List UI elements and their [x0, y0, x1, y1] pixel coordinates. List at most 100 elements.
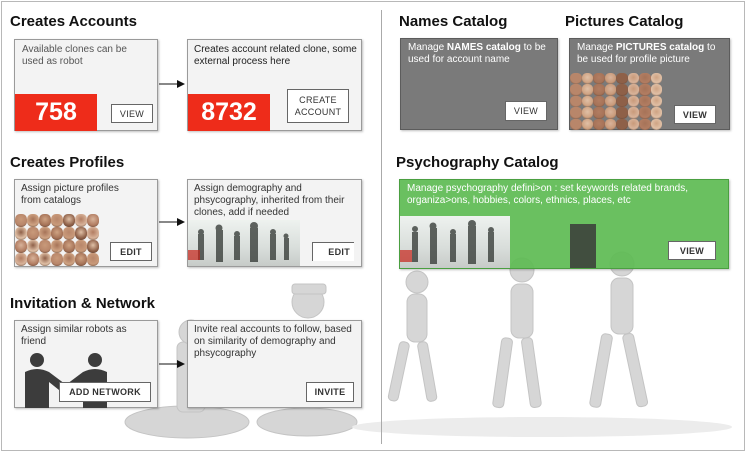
face-thumbnail — [570, 95, 582, 108]
face-thumbnail — [593, 73, 605, 85]
assign-demography-text: Assign demography and phsycography, inhe… — [194, 183, 345, 218]
edit-demography-button[interactable]: EDIT — [312, 242, 354, 261]
face-thumbnail — [616, 118, 628, 130]
face-thumbnail — [639, 73, 651, 85]
face-thumbnail — [650, 95, 662, 108]
face-thumbnail — [581, 84, 593, 96]
names-catalog-card: Manage NAMES catalog to be used for acco… — [400, 38, 558, 130]
face-thumbnail — [15, 214, 27, 227]
view-pictures-button[interactable]: VIEW — [674, 105, 716, 124]
face-thumbnail — [15, 227, 27, 240]
face-thumbnail — [51, 253, 63, 266]
names-text-bold: NAMES catalog — [446, 42, 521, 53]
assign-pictures-text: Assign picture profiles from catalogs — [21, 183, 119, 206]
face-thumbnail — [616, 84, 628, 96]
face-thumbnail — [87, 214, 99, 227]
edit-pictures-button[interactable]: EDIT — [110, 242, 152, 261]
face-thumbnail — [63, 240, 75, 253]
face-thumbnail — [627, 118, 639, 130]
face-thumbnail — [87, 227, 99, 240]
invite-accounts-text: Invite real accounts to follow, based on… — [194, 324, 352, 359]
section-divider — [381, 10, 382, 444]
names-text-suffix: to be used for account name — [408, 42, 546, 65]
face-thumbnail — [581, 95, 593, 108]
face-thumbnail — [51, 214, 63, 227]
face-thumbnail — [15, 253, 27, 266]
face-thumbnail — [616, 95, 628, 108]
face-thumbnail — [639, 84, 651, 96]
face-thumbnail — [627, 84, 639, 96]
create-account-button[interactable]: CREATE ACCOUNT — [287, 89, 349, 123]
face-thumbnail — [593, 107, 605, 119]
created-count-badge: 8732 — [188, 94, 270, 131]
assign-demography-card: Assign demography and phsycography, inhe… — [187, 179, 362, 267]
face-thumbnail — [27, 240, 39, 253]
pictures-catalog-text: Manage PICTURES catalog to be used for p… — [577, 42, 727, 66]
face-thumbnail — [604, 84, 616, 96]
face-thumbnail — [27, 227, 39, 240]
psychography-catalog-card: Manage psychography defini>on : set keyw… — [399, 179, 729, 269]
face-thumbnail — [581, 73, 593, 85]
face-thumbnail — [639, 107, 651, 119]
assign-pictures-card: Assign picture profiles from catalogs ED… — [14, 179, 158, 267]
face-thumbnail — [650, 73, 662, 85]
face-thumbnail — [27, 214, 39, 227]
face-thumbnail — [75, 214, 87, 227]
face-thumbnail — [570, 84, 582, 96]
add-network-button[interactable]: ADD NETWORK — [59, 382, 151, 402]
names-text-prefix: Manage — [408, 42, 447, 53]
assign-friends-card: Assign similar robots as friend ADD NETW… — [14, 320, 158, 408]
arrow-icon — [159, 80, 185, 88]
face-thumbnail — [75, 253, 87, 266]
face-thumbnail — [650, 118, 662, 130]
face-thumbnail — [39, 227, 51, 240]
creates-accounts-title: Creates Accounts — [10, 13, 137, 30]
invite-button[interactable]: INVITE — [306, 382, 354, 402]
face-thumbnail — [604, 95, 616, 108]
pictures-text-suffix: to be used for profile picture — [577, 42, 716, 65]
pictures-text-prefix: Manage — [577, 42, 616, 53]
face-thumbnail — [627, 107, 639, 119]
face-thumbnail — [570, 118, 582, 130]
face-thumbnail — [604, 118, 616, 130]
arrow-icon — [159, 360, 185, 368]
psychography-crowd-image — [400, 216, 510, 268]
face-thumbnail — [616, 73, 628, 85]
view-clones-button[interactable]: VIEW — [111, 104, 153, 123]
pictures-catalog-card: Manage PICTURES catalog to be used for p… — [569, 38, 730, 130]
face-thumbnail — [63, 214, 75, 227]
available-clones-card: Available clones can be used as robot 75… — [14, 39, 158, 131]
face-thumbnail — [593, 95, 605, 108]
view-names-button[interactable]: VIEW — [505, 101, 547, 121]
face-thumbnail — [39, 214, 51, 227]
psychography-text: Manage psychography defini>on : set keyw… — [407, 183, 689, 206]
create-accounts-card: Creates account related clone, some exte… — [187, 39, 362, 131]
face-thumbnail — [604, 73, 616, 85]
face-thumbnail — [639, 118, 651, 130]
face-thumbnail — [15, 240, 27, 253]
face-thumbnail — [604, 107, 616, 119]
creates-profiles-title: Creates Profiles — [10, 154, 125, 171]
pictures-catalog-title: Pictures Catalog — [565, 13, 684, 30]
face-thumbnail — [87, 240, 99, 253]
face-thumbnail — [75, 227, 87, 240]
view-psychography-button[interactable]: VIEW — [668, 241, 716, 260]
names-catalog-title: Names Catalog — [399, 13, 508, 30]
face-thumbnail — [51, 240, 63, 253]
face-thumbnail — [650, 84, 662, 96]
face-thumbnail — [75, 240, 87, 253]
face-thumbnail — [593, 84, 605, 96]
face-thumbnail — [63, 227, 75, 240]
face-thumbnail — [616, 107, 628, 119]
assign-friends-text: Assign similar robots as friend — [21, 324, 127, 347]
names-catalog-text: Manage NAMES catalog to be used for acco… — [408, 42, 548, 66]
face-thumbnail — [650, 107, 662, 119]
face-thumbnail — [51, 227, 63, 240]
face-thumbnail — [87, 253, 99, 266]
face-thumbnail — [570, 107, 582, 119]
invitation-network-title: Invitation & Network — [10, 295, 156, 312]
dark-panel — [570, 224, 596, 268]
invite-accounts-card: Invite real accounts to follow, based on… — [187, 320, 362, 408]
face-thumbnail — [627, 95, 639, 108]
